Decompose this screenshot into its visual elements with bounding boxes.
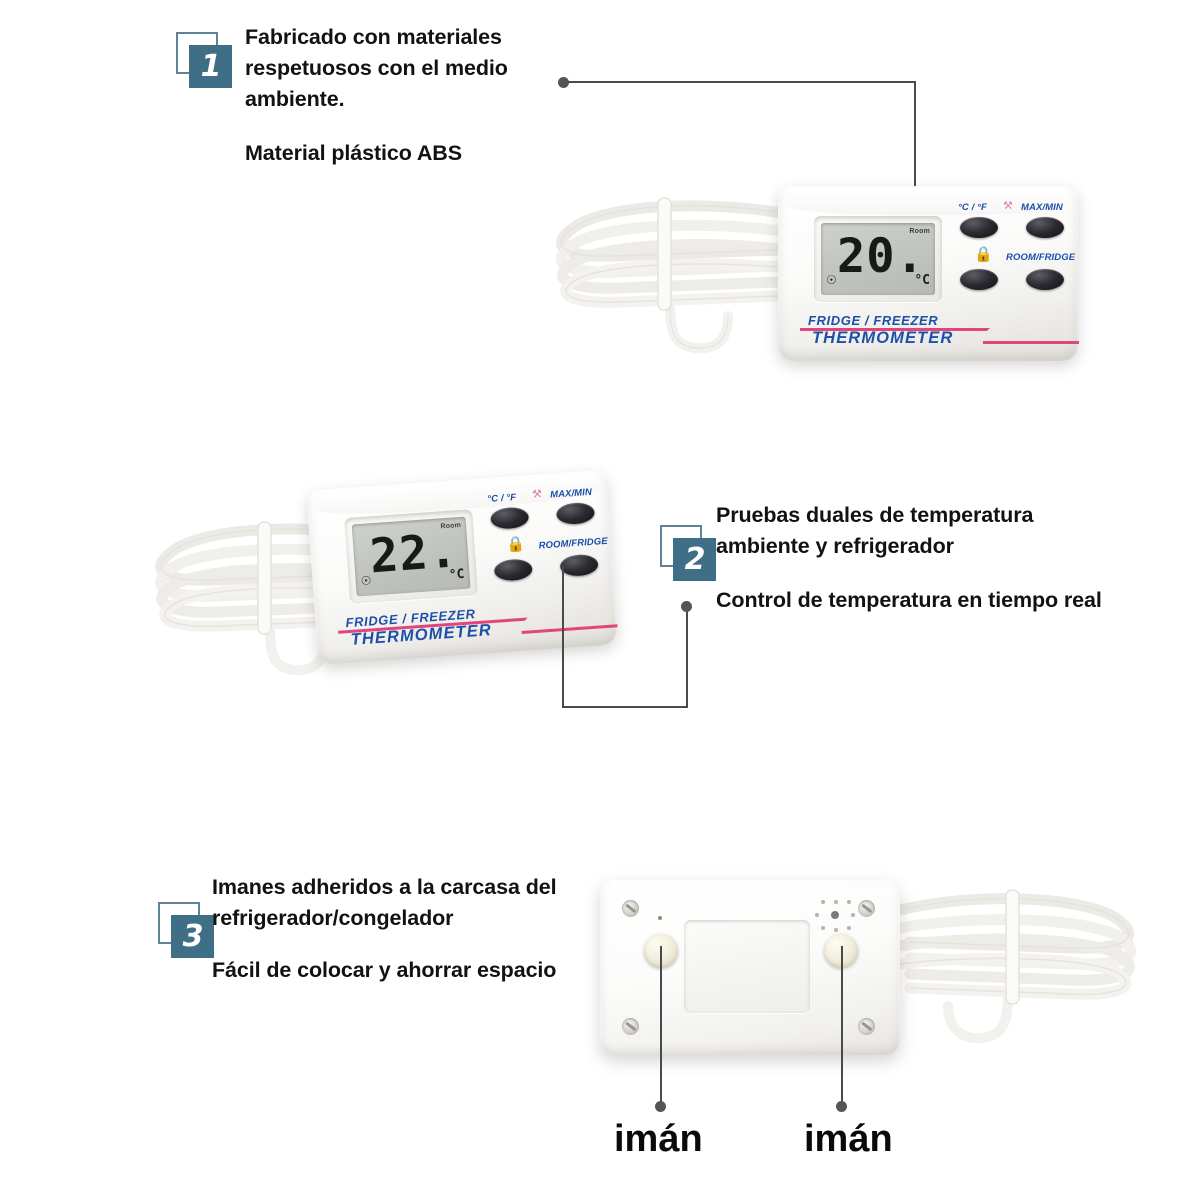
device-top-bevel [784,189,1072,215]
probe-cable-1 [520,196,820,361]
lcd-unit-label: °C [448,566,466,583]
thermometer-front-unit-1: 20. Room °C ☉ °C / °F ⚒ MAX/MIN 🔒 ROOM/F… [778,186,1079,361]
feature-1-sub-text: Material plástico ABS [245,141,462,165]
lcd-bell-icon: ☉ [826,273,837,287]
feature-2-sub-text: Control de temperatura en tiempo real [716,588,1102,612]
feature-badge-1: 1 [176,32,232,88]
lcd-mode-label: Room [440,521,462,531]
leader-dot-1 [558,77,569,88]
button-max-min[interactable] [1026,217,1064,238]
magnet-leader-dot-right [836,1101,847,1112]
leader-line-1-vertical [914,81,916,187]
button-alarm[interactable] [960,269,998,290]
badge-solid-square: 3 [171,915,214,958]
screw-top-left [622,900,639,917]
thermometer-front-unit-2: 22. Room °C ☉ °C / °F ⚒ MAX/MIN 🔒 ROOM/F… [306,469,618,666]
screw-bottom-left [622,1018,639,1035]
feature-2-main-text: Pruebas duales de temperatura ambiente y… [716,503,1034,558]
lcd-unit-label: °C [914,273,930,288]
screw-bottom-right [858,1018,875,1035]
button-room-fridge[interactable] [1026,269,1064,290]
alarm-icon-small: ⚒ [1003,200,1013,212]
alarm-icon-small: ⚒ [531,488,543,501]
lcd-screen: 22. Room °C ☉ [351,516,471,597]
brand-stripe-diagonal [502,617,528,623]
lcd-temperature-value: 22. [368,523,460,585]
button-label-max-min: MAX/MIN [1021,202,1063,213]
feature-badge-2: 2 [660,525,716,581]
badge-number: 3 [182,918,204,954]
leader-line-2-vertical-right [686,608,688,708]
lcd-screen: 20. Room °C ☉ [821,223,935,295]
lock-icon: 🔒 [974,246,993,263]
badge-solid-square: 1 [189,45,232,88]
magnet-label-left: imán [614,1118,703,1160]
reset-pinhole [658,916,662,920]
buzzer-grille-icon [815,900,861,940]
leader-dot-2 [681,601,692,612]
lock-icon: 🔒 [505,535,526,554]
badge-solid-square: 2 [673,538,716,581]
brand-stripe-right [521,624,618,634]
magnet-label-right: imán [804,1118,893,1160]
badge-number: 2 [684,541,706,577]
probe-cable-3 [880,880,1170,1050]
feature-3-sub-text: Fácil de colocar y ahorrar espacio [212,958,557,982]
magnet-leader-line-right [841,946,843,1106]
lcd-bezel: 20. Room °C ☉ [814,216,942,302]
button-unit-toggle[interactable] [960,217,998,238]
button-label-room-fridge: ROOM/FRIDGE [1006,252,1076,263]
leader-line-2-vertical-left [562,566,564,708]
thermometer-back-panel [600,880,900,1055]
feature-1-main-text: Fabricado con materiales respetuosos con… [245,25,508,111]
button-label-unit-toggle: °C / °F [958,202,987,213]
brand-stripe-left [800,328,972,331]
battery-compartment-cover [684,920,810,1013]
feature-badge-3: 3 [158,902,214,958]
leader-line-1-horizontal [568,81,916,83]
screw-top-right [858,900,875,917]
lcd-bell-icon: ☉ [360,573,372,589]
lcd-temperature-value: 20. [837,229,925,284]
badge-number: 1 [200,48,222,84]
brand-line-1: FRIDGE / FREEZER [808,313,939,328]
brand-stripe-diagonal [964,328,990,331]
leader-line-2-horizontal [562,706,688,708]
feature-3-main-text: Imanes adheridos a la carcasa del refrig… [212,875,557,930]
brand-stripe-right [983,341,1079,344]
lcd-bezel: 22. Room °C ☉ [344,509,478,604]
magnet-leader-line-left [660,946,662,1106]
lcd-mode-label: Room [909,228,930,235]
button-label-unit-toggle: °C / °F [486,492,517,506]
brand-line-2: THERMOMETER [812,329,954,347]
device-brand-area: FRIDGE / FREEZER THERMOMETER [778,307,1079,361]
magnet-leader-dot-left [655,1101,666,1112]
